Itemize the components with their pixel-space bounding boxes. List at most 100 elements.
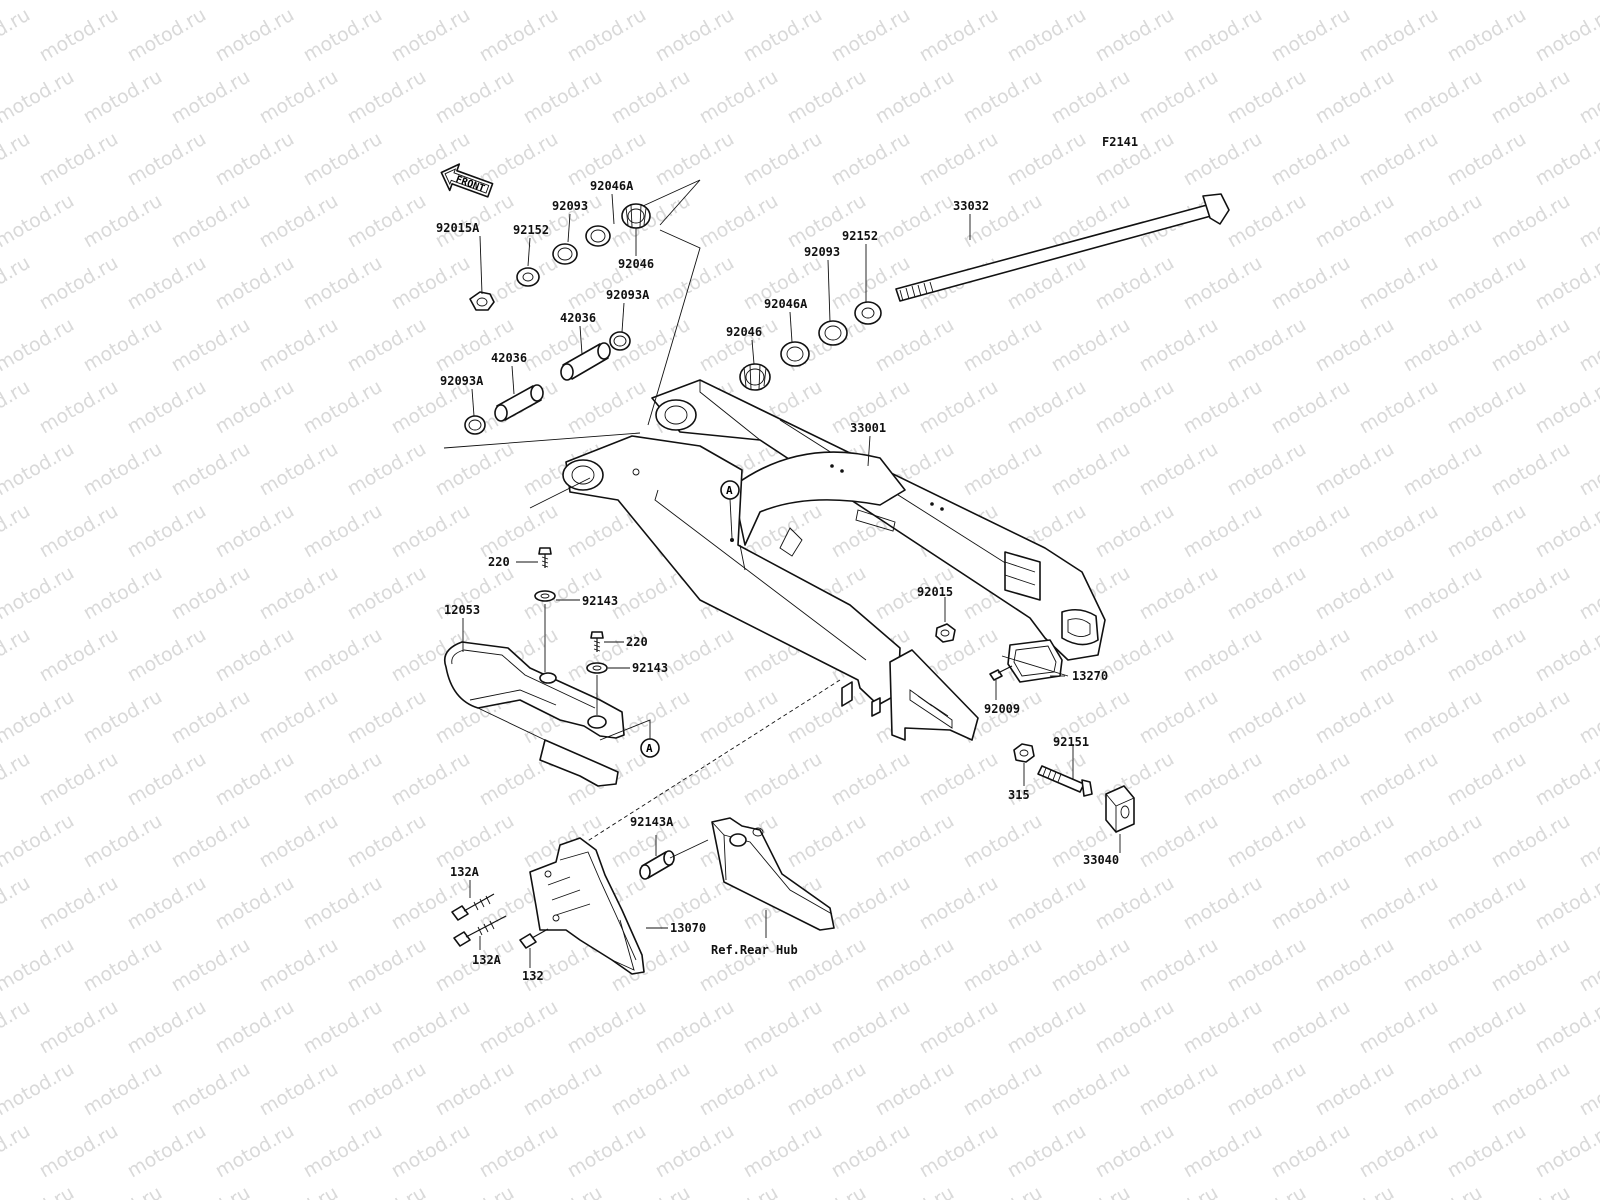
watermark-text: motod.ru bbox=[476, 1120, 562, 1183]
watermark-text: motod.ru bbox=[124, 376, 210, 439]
watermark-text: motod.ru bbox=[960, 66, 1046, 129]
watermark-text: motod.ru bbox=[300, 128, 386, 191]
watermark-text: motod.ru bbox=[344, 190, 430, 253]
watermark-text: motod.ru bbox=[168, 190, 254, 253]
rear-hub-reference-part bbox=[711, 817, 835, 938]
watermark-text: motod.ru bbox=[872, 0, 958, 4]
watermark-text: motod.ru bbox=[80, 562, 166, 625]
label-92093: 92093 bbox=[552, 199, 588, 213]
connection-line bbox=[585, 679, 841, 843]
watermark-text: motod.ru bbox=[1136, 0, 1222, 4]
watermark-text: motod.ru bbox=[124, 252, 210, 315]
pivot-parts-left bbox=[443, 179, 701, 509]
watermark-text: motod.ru bbox=[124, 872, 210, 935]
watermark-text: motod.ru bbox=[1356, 748, 1442, 811]
watermark-text: motod.ru bbox=[784, 810, 870, 873]
watermark-text: motod.ru bbox=[1400, 314, 1486, 377]
label-13270: 13270 bbox=[1072, 669, 1108, 683]
watermark-text: motod.ru bbox=[36, 4, 122, 67]
watermark-text: motod.ru bbox=[1224, 438, 1310, 501]
label-92143: 92143 bbox=[582, 594, 618, 608]
watermark-text: motod.ru bbox=[652, 748, 738, 811]
watermark-text: motod.ru bbox=[388, 252, 474, 315]
watermark-text: motod.ru bbox=[300, 4, 386, 67]
watermark-text: motod.ru bbox=[1488, 314, 1574, 377]
watermark-text: motod.ru bbox=[564, 996, 650, 1059]
watermark-text: motod.ru bbox=[872, 934, 958, 997]
watermark-text: motod.ru bbox=[520, 562, 606, 625]
watermark-text: motod.ru bbox=[696, 190, 782, 253]
watermark-text: motod.ru bbox=[36, 996, 122, 1059]
watermark-text: motod.ru bbox=[916, 4, 1002, 67]
watermark-text: motod.ru bbox=[0, 376, 34, 439]
watermark-text: motod.ru bbox=[1136, 686, 1222, 749]
watermark-text: motod.ru bbox=[1048, 438, 1134, 501]
watermark-text: motod.ru bbox=[1092, 4, 1178, 67]
watermark-text: motod.ru bbox=[1312, 562, 1398, 625]
label-92046a: 92046A bbox=[590, 179, 634, 193]
watermark-text: motod.ru bbox=[1488, 810, 1574, 873]
watermark-text: motod.ru bbox=[740, 1120, 826, 1183]
label-92015a: 92015A bbox=[436, 221, 480, 235]
watermark-text: motod.ru bbox=[212, 996, 298, 1059]
watermark-text: motod.ru bbox=[36, 748, 122, 811]
watermark-text: motod.ru bbox=[1576, 1182, 1600, 1200]
watermark-text: motod.ru bbox=[256, 934, 342, 997]
watermark-text: motod.ru bbox=[564, 4, 650, 67]
watermark-text: motod.ru bbox=[1048, 934, 1134, 997]
watermark-text: motod.ru bbox=[652, 624, 738, 687]
watermark-text: motod.ru bbox=[1444, 128, 1530, 191]
watermark-text: motod.ru bbox=[476, 4, 562, 67]
watermark-text: motod.ru bbox=[0, 0, 78, 4]
watermark-text: motod.ru bbox=[960, 1182, 1046, 1200]
watermark-text: motod.ru bbox=[212, 252, 298, 315]
bolt-92151-icon bbox=[1037, 744, 1093, 797]
watermark-text: motod.ru bbox=[344, 686, 430, 749]
watermark-text: motod.ru bbox=[1224, 1182, 1310, 1200]
watermark-text: motod.ru bbox=[344, 934, 430, 997]
watermark-text: motod.ru bbox=[212, 624, 298, 687]
watermark-text: motod.ru bbox=[1224, 190, 1310, 253]
watermark-text: motod.ru bbox=[36, 500, 122, 563]
watermark-text: motod.ru bbox=[36, 252, 122, 315]
watermark-text: motod.ru bbox=[0, 1182, 78, 1200]
svg-text:A: A bbox=[726, 484, 733, 497]
watermark-text: motod.ru bbox=[740, 4, 826, 67]
watermark-text: motod.ru bbox=[476, 996, 562, 1059]
watermark-text: motod.ru bbox=[916, 1120, 1002, 1183]
label-92152: 92152 bbox=[513, 223, 549, 237]
watermark-text: motod.ru bbox=[960, 810, 1046, 873]
watermark-text: motod.ru bbox=[1488, 0, 1574, 4]
watermark-text: motod.ru bbox=[1268, 4, 1354, 67]
watermark-text: motod.ru bbox=[784, 0, 870, 4]
watermark-text: motod.ru bbox=[828, 996, 914, 1059]
watermark-text: motod.ru bbox=[1400, 0, 1486, 4]
watermark-text: motod.ru bbox=[1268, 624, 1354, 687]
watermark-text: motod.ru bbox=[564, 624, 650, 687]
watermark-text: motod.ru bbox=[432, 66, 518, 129]
watermark-text: motod.ru bbox=[1488, 66, 1574, 129]
watermark-text: motod.ru bbox=[1048, 0, 1134, 4]
watermark-text: motod.ru bbox=[168, 686, 254, 749]
watermark-text: motod.ru bbox=[1092, 872, 1178, 935]
watermark-text: motod.ru bbox=[256, 0, 342, 4]
watermark-text: motod.ru bbox=[1576, 562, 1600, 625]
watermark-text: motod.ru bbox=[696, 686, 782, 749]
watermark-text: motod.ru bbox=[80, 438, 166, 501]
watermark-text: motod.ru bbox=[872, 314, 958, 377]
watermark-text: motod.ru bbox=[0, 1120, 34, 1183]
watermark-text: motod.ru bbox=[168, 0, 254, 4]
watermark-text: motod.ru bbox=[1224, 1058, 1310, 1121]
watermark-text: motod.ru bbox=[168, 934, 254, 997]
watermark-text: motod.ru bbox=[740, 128, 826, 191]
watermark-text: motod.ru bbox=[80, 66, 166, 129]
label-92151: 92151 bbox=[1053, 735, 1089, 749]
watermark-text: motod.ru bbox=[1576, 66, 1600, 129]
screw-92009-icon bbox=[989, 665, 1013, 700]
watermark-text: motod.ru bbox=[1004, 872, 1090, 935]
watermark-text: motod.ru bbox=[80, 314, 166, 377]
watermark-text: motod.ru bbox=[1224, 66, 1310, 129]
watermark-text: motod.ru bbox=[1488, 438, 1574, 501]
watermark-text: motod.ru bbox=[696, 1182, 782, 1200]
watermark-text: motod.ru bbox=[916, 128, 1002, 191]
